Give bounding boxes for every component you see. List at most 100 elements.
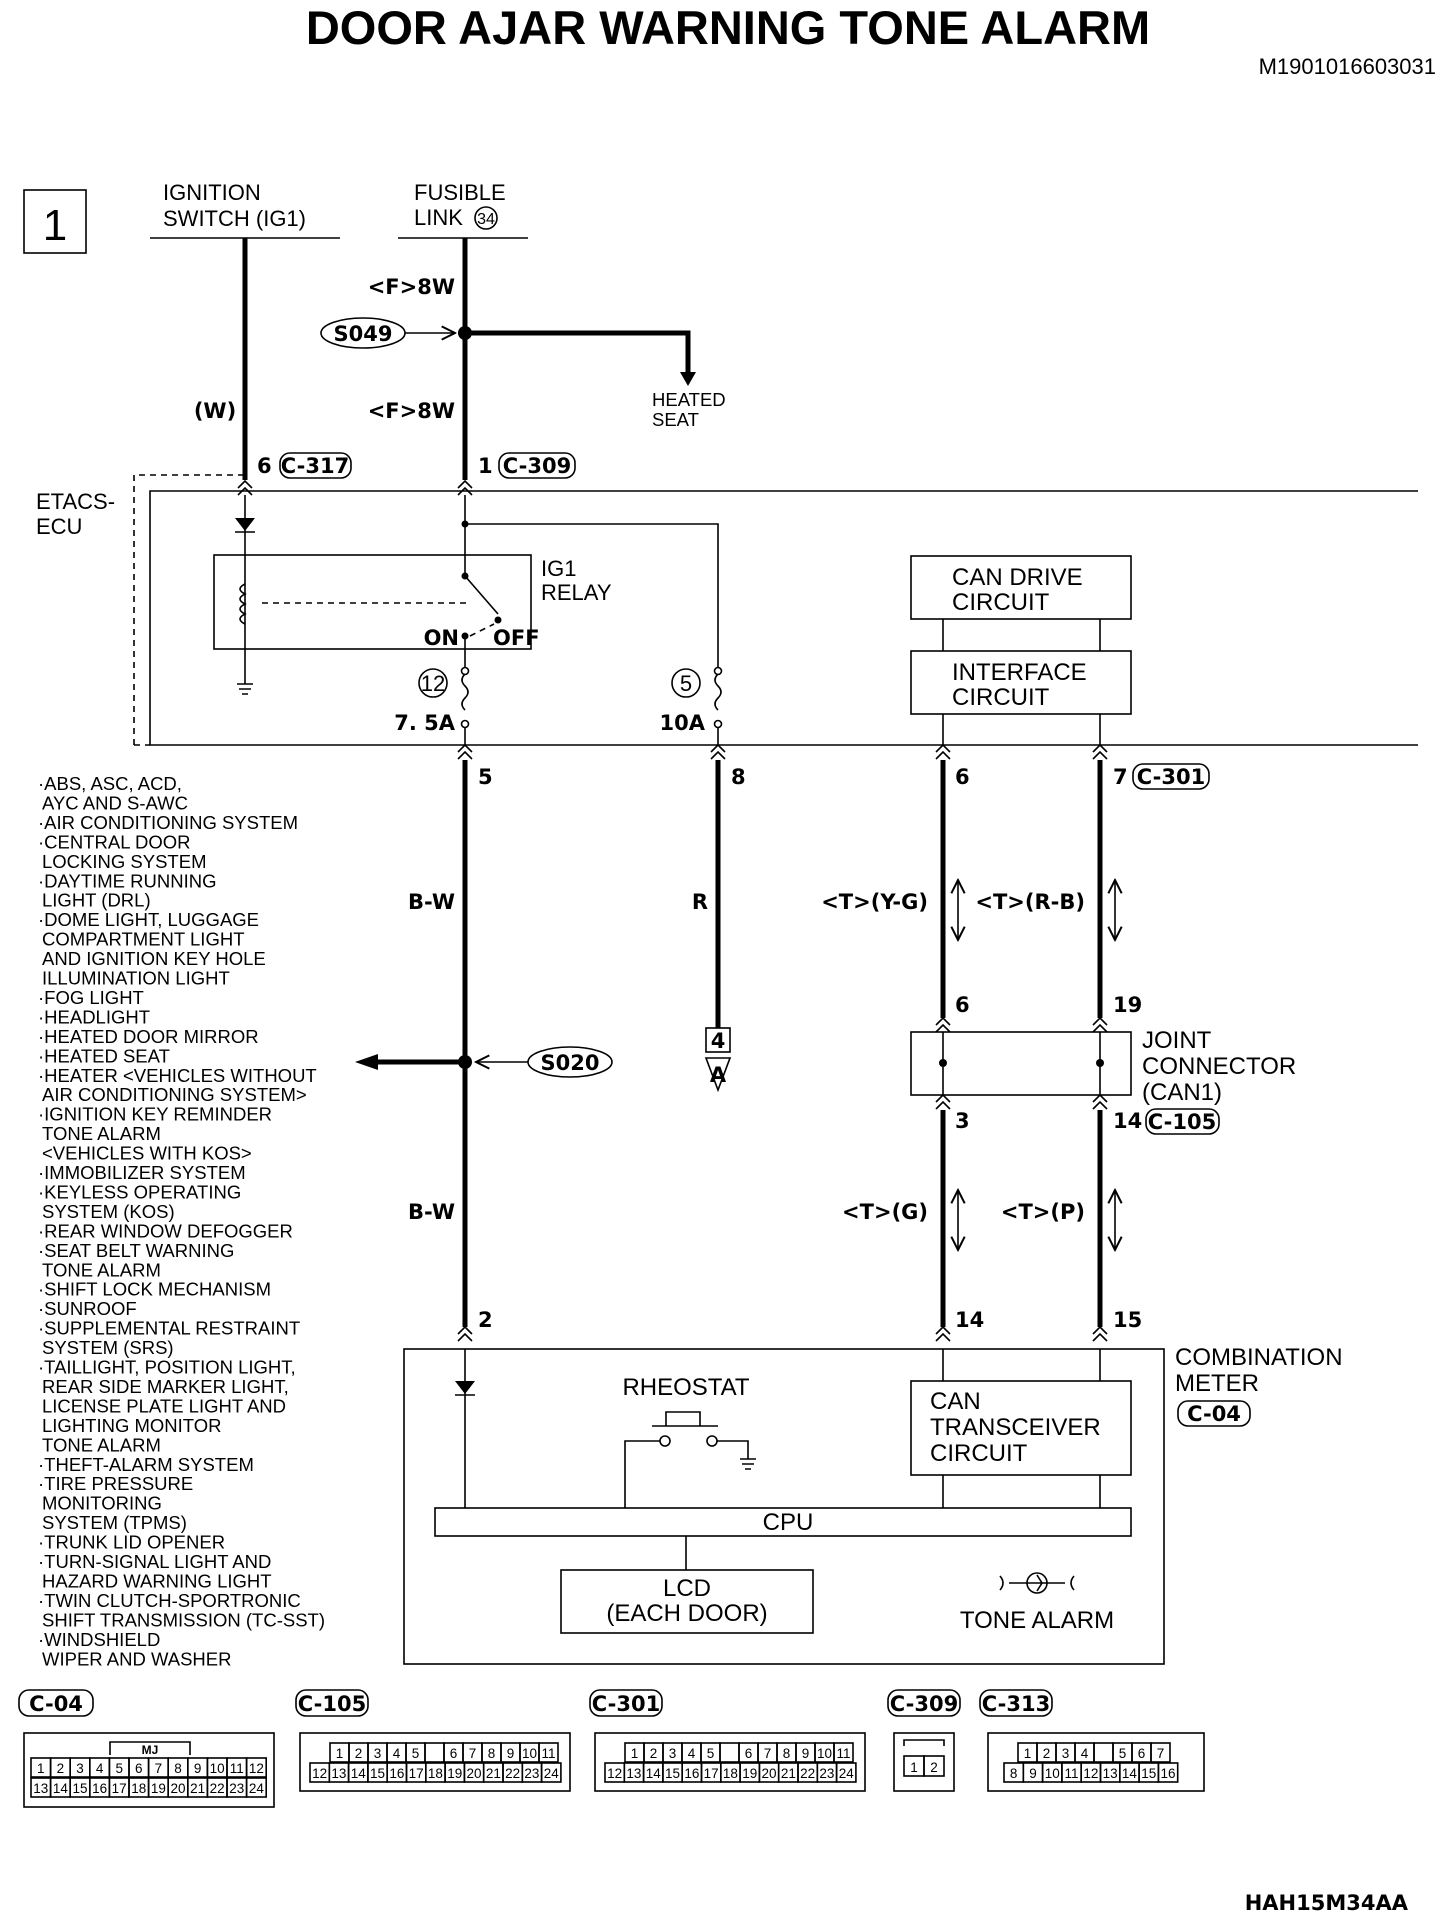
page-number: 1 (43, 201, 67, 250)
connector-pin-number: 10 (210, 1761, 225, 1776)
c04-face-housing (23, 1732, 275, 1808)
connector-pin-number: 9 (1029, 1766, 1037, 1781)
c105-label: C-105 (1148, 1110, 1216, 1134)
lcd-label-line1: LCD (663, 1575, 711, 1602)
joint-connector-label-line1: JOINT (1142, 1027, 1212, 1054)
connector-pin-number: 15 (72, 1781, 87, 1796)
connector-pin-number: 14 (1122, 1766, 1138, 1781)
system-list-line: ·TAILLIGHT, POSITION LIGHT, (38, 1357, 296, 1378)
system-list-line: TONE ALARM (42, 1434, 161, 1455)
figure-code: HAH15M34AA (1245, 1891, 1409, 1915)
connector-pin-number: 10 (817, 1746, 832, 1761)
connector-pin-number: 6 (745, 1746, 753, 1761)
fuse5-number: 5 (680, 671, 692, 696)
document-code: M1901016603031 (1259, 54, 1436, 79)
c301-face-tag (589, 1689, 663, 1717)
ig1-relay-label-line2: RELAY (541, 580, 612, 605)
c301-label: C-301 (1137, 765, 1205, 789)
connector-pin-number: 21 (190, 1781, 205, 1796)
c317-pin: 6 (257, 454, 272, 478)
connector-pin-number: 12 (312, 1766, 327, 1781)
system-list-line: SYSTEM (KOS) (42, 1201, 175, 1222)
etacs-pin-8: 8 (731, 765, 746, 789)
system-list-line: SHIFT TRANSMISSION (TC-SST) (42, 1609, 325, 1630)
connector-pin-number: 11 (230, 1761, 244, 1776)
system-list-line: ·FOG LIGHT (38, 987, 144, 1008)
system-list-line: TONE ALARM (42, 1259, 161, 1280)
connector-pin-number: 2 (650, 1746, 658, 1761)
fusible-number: 34 (477, 211, 495, 228)
connector-pin-number: 21 (781, 1766, 796, 1781)
connector-pin-number: 2 (355, 1746, 363, 1761)
connector-pin-number: 5 (412, 1746, 420, 1761)
system-list-line: ·TRUNK LID OPENER (38, 1532, 225, 1553)
connector-pin-number: 10 (1045, 1766, 1060, 1781)
connector-pin-number: 2 (57, 1761, 65, 1776)
fuse5-icon (714, 673, 722, 711)
system-list-line: ·TURN-SIGNAL LIGHT AND (38, 1551, 271, 1572)
c317-label: C-317 (281, 454, 349, 478)
connector-pin-number: 17 (112, 1781, 127, 1796)
connector-pin-number: 7 (469, 1746, 477, 1761)
connector-pin-number: 11 (1065, 1766, 1079, 1781)
joint-connector-label-line3: (CAN1) (1142, 1079, 1222, 1106)
joint-pin-6: 6 (955, 993, 970, 1017)
c309-tag (498, 452, 576, 479)
connector-pin-number: 19 (151, 1781, 166, 1796)
connector-pin-number: 13 (33, 1781, 48, 1796)
ig1-relay-box (213, 554, 532, 650)
c04-face-label: C-04 (29, 1692, 83, 1716)
etacs-dashed-outline (133, 474, 245, 745)
can-drive-label-line2: CIRCUIT (952, 589, 1050, 616)
connector-pin-number: 17 (704, 1766, 719, 1781)
connector-pin-number: 23 (524, 1766, 539, 1781)
fusible-wire-label-upper: <F>8W (368, 275, 455, 299)
relay-on-label: ON (424, 626, 459, 650)
joint-exit-chevron-left (935, 1093, 951, 1110)
c309-label: C-309 (503, 454, 571, 478)
system-list-line: ·THEFT-ALARM SYSTEM (38, 1454, 254, 1475)
system-list-line: ·SEAT BELT WARNING (38, 1240, 234, 1261)
combination-meter-label-line2: METER (1175, 1370, 1259, 1397)
connector-pin-number: 22 (210, 1781, 225, 1796)
cpu-label: CPU (763, 1509, 814, 1536)
connector-pin-number: 2 (1043, 1746, 1051, 1761)
connector-pin-number: 20 (467, 1766, 482, 1781)
connector-pin-cell (1150, 1742, 1171, 1763)
connector-pin-number: 6 (1138, 1746, 1146, 1761)
c309-face-label: C-309 (890, 1692, 958, 1716)
system-list-line: ·AIR CONDITIONING SYSTEM (38, 812, 298, 833)
interface-circuit-box (910, 650, 1132, 715)
connector-pin-number: 16 (684, 1766, 699, 1781)
c317-entry-chevron (237, 479, 253, 496)
connector-pin-number: 4 (688, 1746, 696, 1761)
system-list-line: ·WINDSHIELD (38, 1629, 160, 1650)
connector-pin-cell (835, 1762, 857, 1783)
etacs-exit-chevron-5 (457, 743, 473, 760)
fuse12-icon (461, 673, 469, 711)
meter-input-diode (455, 1381, 475, 1394)
connector-pin-number: 20 (170, 1781, 185, 1796)
connector-pin-cell (245, 1777, 268, 1798)
relay-contact-gap (469, 623, 495, 637)
connector-pin-number: 15 (665, 1766, 680, 1781)
system-list-line: LIGHTING MONITOR (42, 1415, 222, 1436)
connector-pin-number: 8 (783, 1746, 791, 1761)
rheostat-ground-wire (717, 1440, 749, 1459)
system-list-line: ·REAR WINDOW DEFOGGER (38, 1220, 293, 1241)
etacs-exit-chevron-7 (1092, 743, 1108, 760)
connector-pin-cell (538, 1742, 559, 1763)
connector-pin-number: 1 (37, 1761, 45, 1776)
can-drive-circuit-box (910, 555, 1132, 620)
can-transceiver-label-line1: CAN (930, 1388, 981, 1415)
ignition-label-line2: SWITCH (IG1) (163, 206, 306, 231)
system-list-line: <VEHICLES WITH KOS> (42, 1143, 252, 1164)
